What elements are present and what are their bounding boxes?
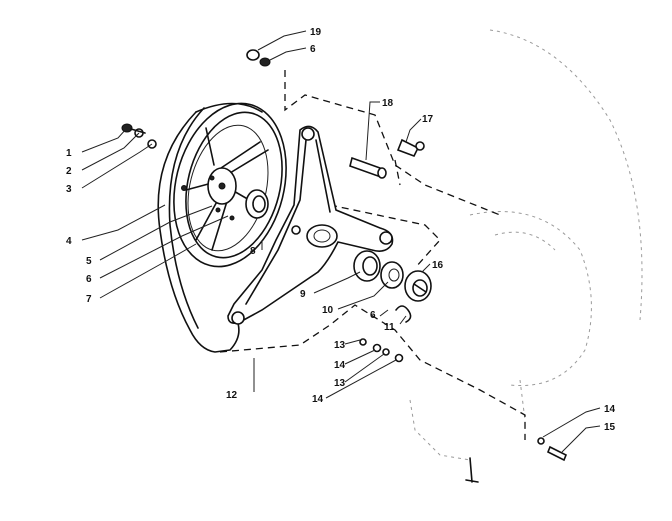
callout-17: 17 [422,114,434,125]
callout-14a: 14 [334,360,346,371]
callout-6c: 6 [310,44,316,55]
callout-15: 15 [604,422,616,433]
callout-7: 7 [86,294,92,305]
callout-16: 16 [432,260,444,271]
assembly-lines [219,70,526,440]
callout-18: 18 [382,98,394,109]
callout-5: 5 [86,256,92,267]
bolt-18 [349,156,387,179]
callout-1: 1 [66,148,72,159]
part-17 [396,138,425,158]
callout-13a: 13 [334,340,346,351]
callout-2: 2 [66,166,72,177]
leader-lines [81,30,601,453]
callout-19: 19 [310,27,322,38]
callout-8: 8 [250,246,256,257]
callout-9: 9 [300,289,306,300]
small-pulley [245,189,269,219]
pulley-wheel [173,102,287,268]
idler-bracket [227,125,394,325]
callout-10: 10 [322,305,334,316]
drive-belt [157,107,240,353]
callout-14b: 14 [312,394,324,405]
washers-13-14 [359,338,404,363]
callout-3: 3 [66,184,72,195]
part-10 [380,261,404,289]
screw-bottom [465,457,479,483]
callout-4: 4 [66,236,72,247]
callout-labels: 1 2 3 4 5 6 7 8 9 10 6 11 12 13 14 13 14… [66,27,616,433]
washer-screw-14-15 [537,437,568,462]
clip-11 [395,305,412,323]
nut-19 [246,49,271,67]
part-16 [404,270,432,302]
bearing-9 [353,250,381,282]
background-housing [409,29,643,461]
callout-6a: 6 [86,274,92,285]
callout-12: 12 [226,390,238,401]
callout-6b: 6 [370,310,376,321]
callout-13b: 13 [334,378,346,389]
callout-11: 11 [384,322,395,333]
callout-14c: 14 [604,404,616,415]
